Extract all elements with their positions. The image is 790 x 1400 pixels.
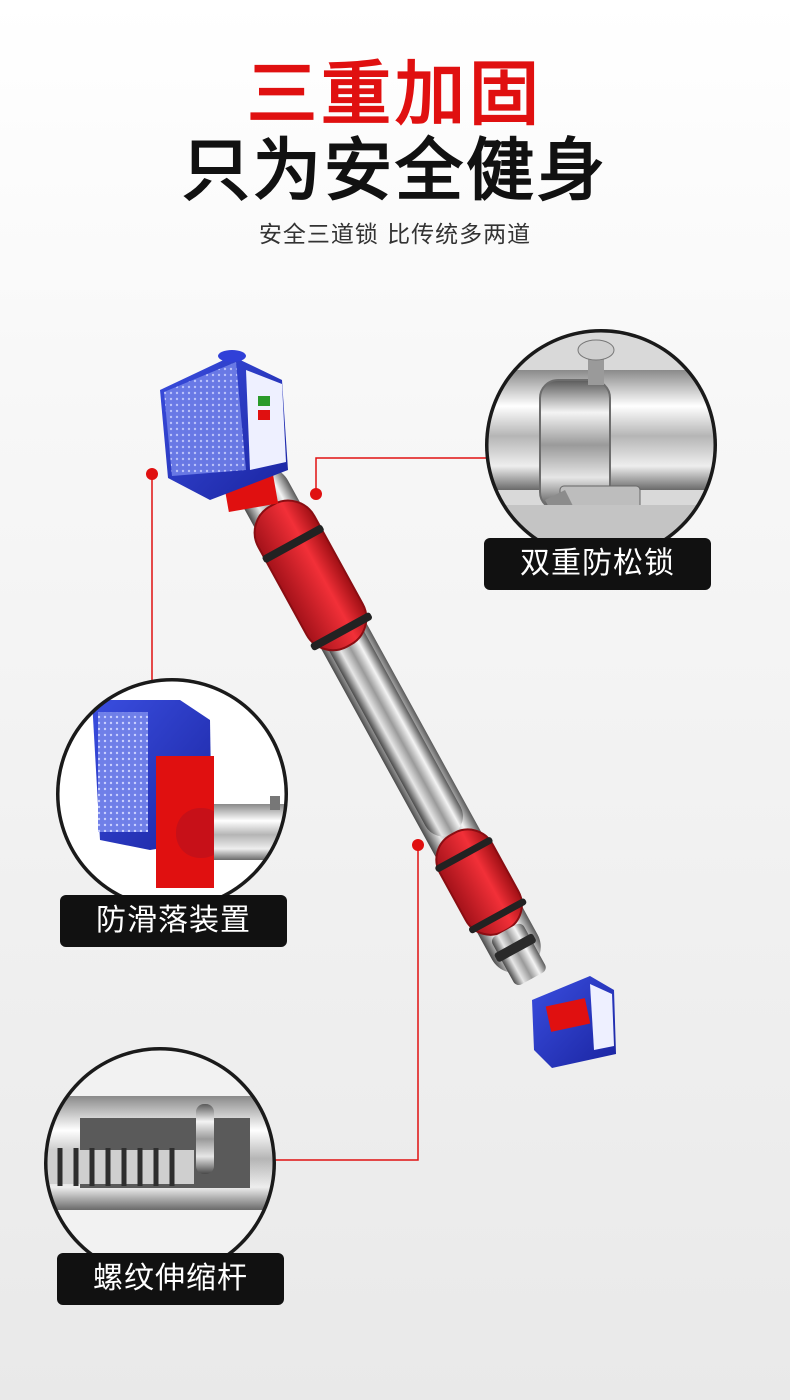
zoom-circle-endcap	[56, 678, 288, 910]
headline-primary: 三重加固	[247, 53, 543, 135]
top-endcap	[160, 350, 288, 513]
feature-label-thread-rod: 螺纹伸缩杆	[57, 1253, 284, 1305]
zoom-circle-lock	[485, 329, 717, 561]
feature-label-lock: 双重防松锁	[484, 538, 711, 590]
connector-dots	[146, 468, 424, 851]
subheadline: 安全三道锁 比传统多两道	[258, 222, 532, 248]
feature-label-anti-slip: 防滑落装置	[60, 895, 287, 947]
connector-lines	[151, 457, 487, 1161]
headline-secondary: 只为安全健身	[181, 132, 608, 211]
bottom-endcap	[532, 976, 616, 1068]
zoom-circle-thread	[44, 1047, 276, 1279]
